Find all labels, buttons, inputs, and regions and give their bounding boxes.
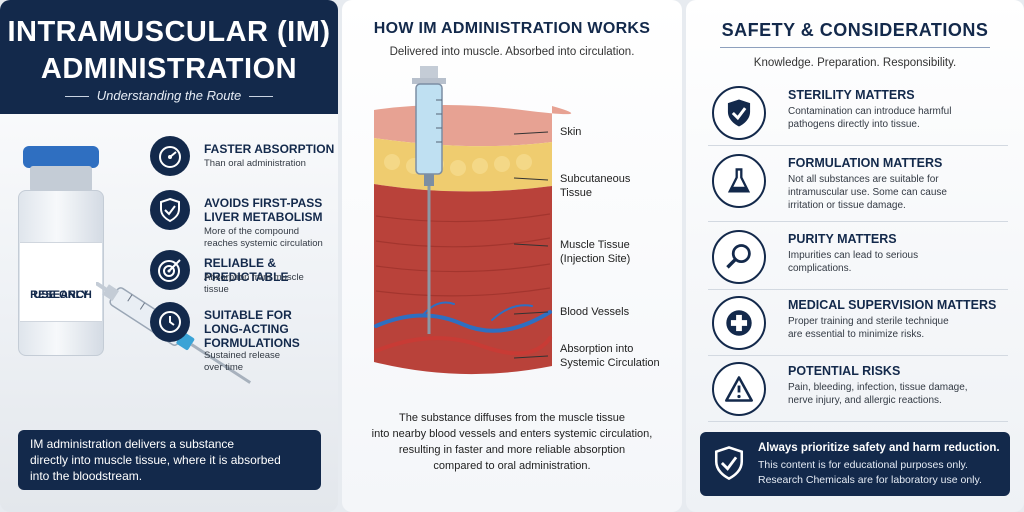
item-title: Potential Risks [788, 364, 901, 378]
item-formulation: Formulation Matters Not all substances a… [708, 148, 1008, 222]
vial-label: RESEARCH USE ONLY [20, 242, 102, 322]
item-sterility: Sterility Matters Contamination can intr… [708, 80, 1008, 146]
section-title: SAFETY & CONSIDERATIONS [721, 20, 989, 40]
item-potential-risks: Potential Risks Pain, bleeding, infectio… [708, 356, 1008, 422]
disclaimer-box: Always prioritize safety and harm reduct… [700, 432, 1010, 496]
summary-box: IM administration delivers a substance d… [18, 430, 321, 490]
section-title: HOW IM ADMINISTRATION WORKS [373, 20, 651, 37]
item-title: Purity Matters [788, 232, 897, 246]
vial-cap [23, 146, 99, 168]
item-desc: Pain, bleeding, infection, tissue damage… [788, 382, 968, 406]
feature-desc: Absorption from muscle tissue [204, 272, 304, 295]
item-desc: Proper training and sterile technique ar… [788, 316, 949, 340]
blood-vessels [374, 301, 552, 356]
title-banner: INTRAMUSCULAR (IM) ADMINISTRATION Unders… [0, 0, 338, 114]
item-title: Formulation Matters [788, 156, 943, 170]
item-desc: Contamination can introduce harmful path… [788, 106, 952, 130]
warning-icon [712, 362, 766, 416]
skin-layer [374, 105, 572, 147]
syringe-in-diagram [412, 66, 446, 334]
clock-icon [150, 302, 190, 342]
vial-illustration: RESEARCH USE ONLY [18, 146, 104, 356]
feature-title: Suitable for Long-Acting Formulations [204, 308, 300, 350]
medical-cross-icon [712, 296, 766, 350]
item-purity: Purity Matters Impurities can lead to se… [708, 224, 1008, 290]
feature-title: Reliable & Predictable [204, 256, 289, 284]
left-panel: INTRAMUSCULAR (IM) ADMINISTRATION Unders… [0, 0, 338, 512]
shield-check-icon [712, 86, 766, 140]
item-title: Sterility Matters [788, 88, 915, 102]
magnifier-icon [712, 230, 766, 284]
vial-neck [30, 166, 92, 192]
muscle-layer [374, 184, 552, 375]
label-muscle-tissue: Muscle Tissue (Injection Site) [560, 239, 631, 265]
label-blood-vessels: Blood Vessels [560, 306, 630, 318]
feature-desc: Sustained release over time [204, 350, 281, 373]
disclaimer-line: This content is for educational purposes… [758, 459, 968, 471]
feature-desc: More of the compound reaches systemic ci… [204, 226, 323, 249]
section-subtitle: Delivered into muscle. Absorbed into cir… [389, 46, 635, 58]
page-title: INTRAMUSCULAR (IM) ADMINISTRATION [7, 16, 331, 85]
item-desc: Impurities can lead to serious complicat… [788, 250, 919, 274]
page-subtitle: Understanding the Route [0, 88, 338, 103]
flask-icon [712, 154, 766, 208]
target-icon [150, 250, 190, 290]
label-absorption: Absorption into Systemic Circulation [560, 343, 660, 369]
title-divider [720, 47, 990, 48]
item-medical-supervision: Medical Supervision Matters Proper train… [708, 290, 1008, 356]
shield-check-icon [150, 190, 190, 230]
item-desc: Not all substances are suitable for intr… [788, 174, 947, 211]
feature-title: Avoids First-Pass Liver Metabolism [204, 196, 323, 224]
section-subtitle: Knowledge. Preparation. Responsibility. [753, 57, 957, 69]
label-skin: Skin [560, 126, 582, 138]
disclaimer-heading: Always prioritize safety and harm reduct… [758, 442, 1000, 454]
explanation-text: The substance diffuses from the muscle t… [371, 412, 653, 472]
feature-title: Faster Absorption [204, 142, 335, 156]
tissue-cross-section-diagram [374, 66, 572, 375]
disclaimer-line: Research Chemicals are for laboratory us… [758, 474, 982, 486]
speedometer-icon [150, 136, 190, 176]
label-subcutaneous-tissue: Subcutaneous Tissue [560, 173, 631, 199]
feature-desc: Than oral administration [204, 158, 306, 169]
right-panel: SAFETY & CONSIDERATIONS Knowledge. Prepa… [686, 0, 1024, 512]
center-panel: HOW IM ADMINISTRATION WORKS Delivered in… [342, 0, 682, 512]
item-title: Medical Supervision Matters [788, 298, 997, 312]
shield-check-icon [714, 446, 744, 481]
